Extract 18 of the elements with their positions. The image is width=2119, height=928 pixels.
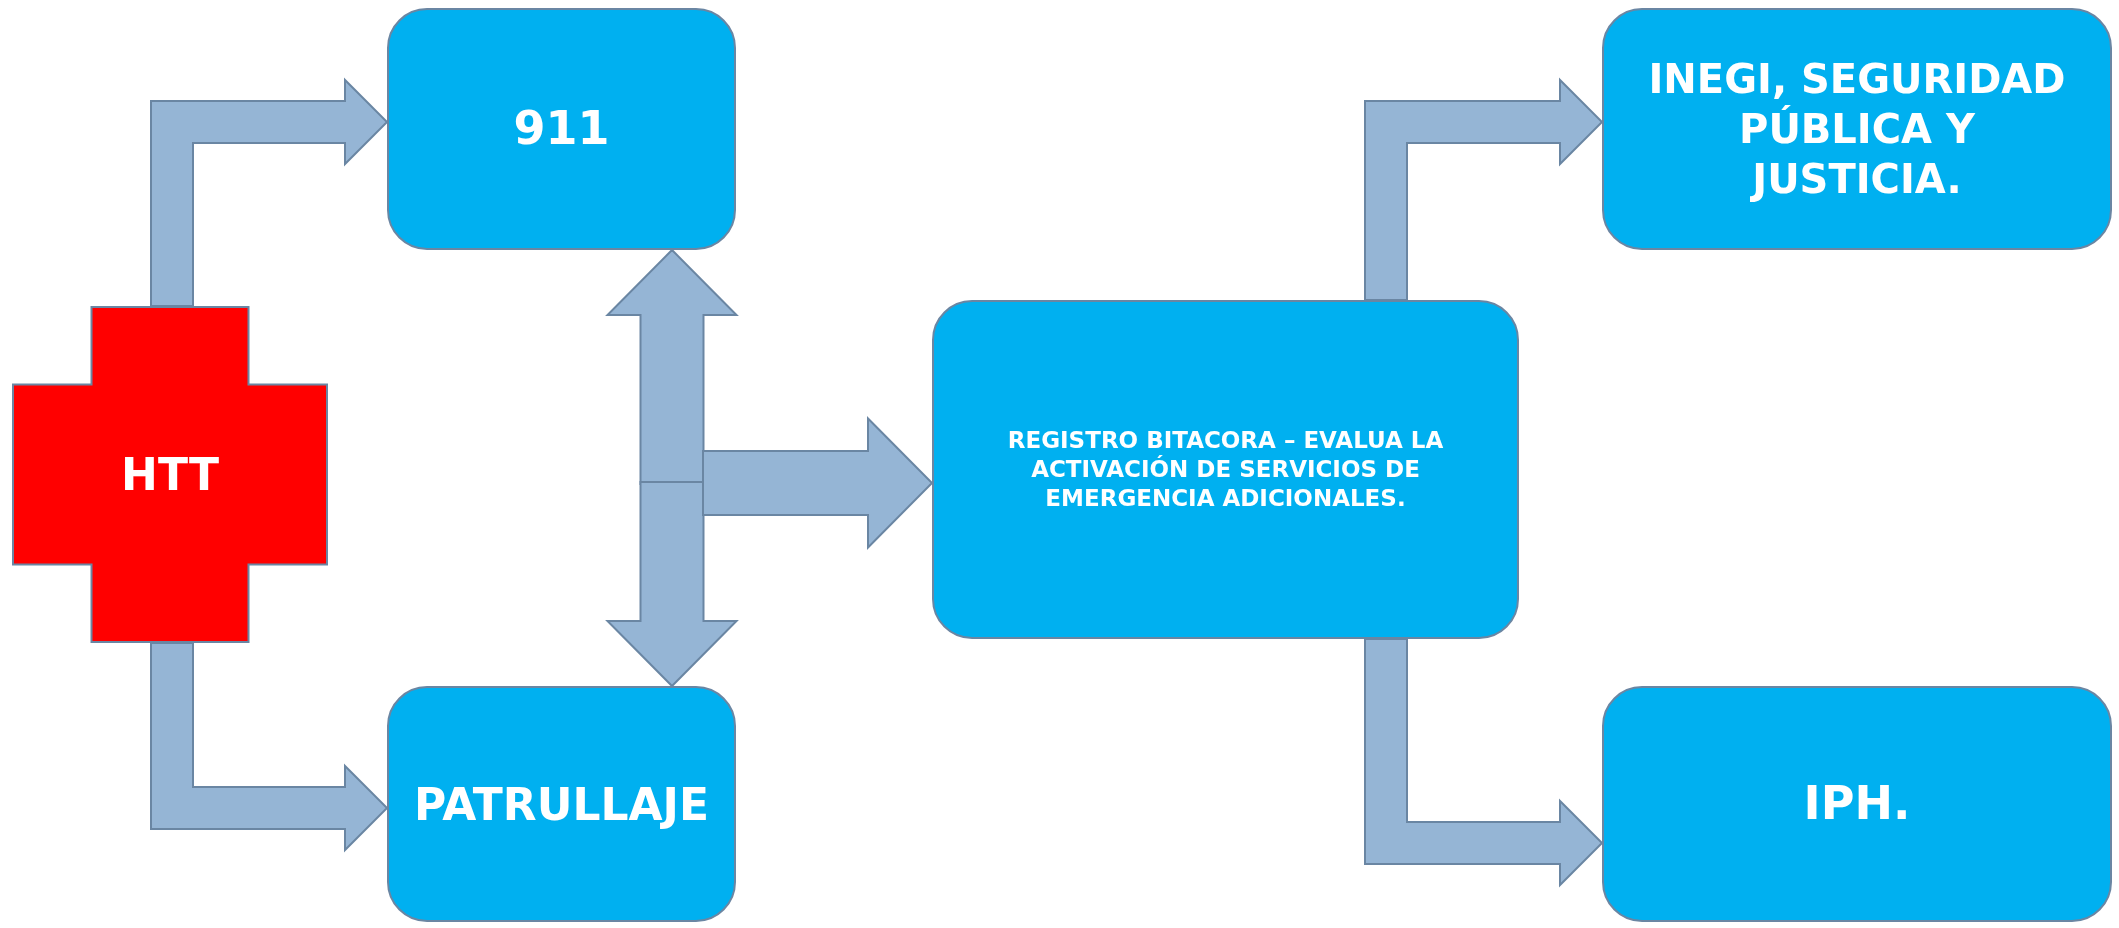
node-label: INEGI, SEGURIDAD PÚBLICA Y JUSTICIA.	[1647, 55, 2067, 204]
node-label: 911	[513, 100, 610, 158]
cross-shape	[12, 306, 328, 643]
node-label: IPH.	[1803, 775, 1911, 833]
rounded-box	[387, 8, 736, 250]
block-arrow	[150, 77, 389, 307]
block-arrow	[1364, 638, 1604, 888]
node-label: HTT	[121, 448, 219, 502]
node-label: PATRULLAJE	[414, 777, 709, 832]
node-label: REGISTRO BITACORA – EVALUA LA ACTIVACIÓN DE SERVICIOS DE EMERGENCIA ADICIONALES.	[1006, 426, 1445, 513]
rounded-box	[387, 686, 736, 922]
block-arrow	[1364, 77, 1604, 301]
rounded-box	[932, 300, 1519, 639]
block-arrow	[605, 481, 739, 688]
block-arrow	[702, 416, 934, 550]
block-arrow	[150, 642, 389, 853]
rounded-box	[1602, 8, 2112, 250]
rounded-box	[1602, 686, 2112, 922]
